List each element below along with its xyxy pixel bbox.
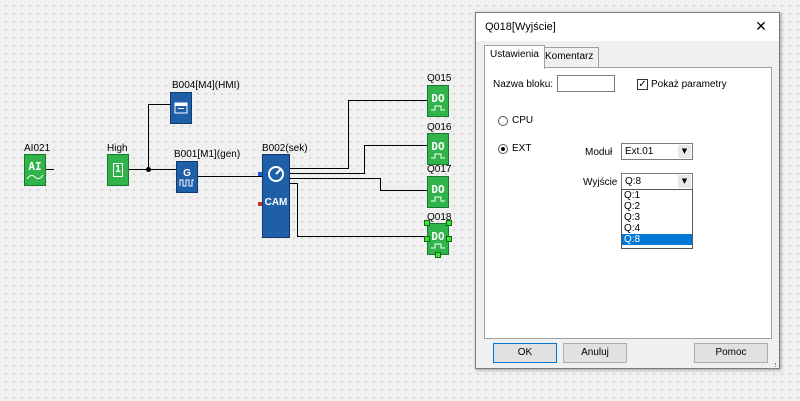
radio-cpu[interactable] <box>498 116 508 126</box>
tab-komentarz[interactable]: Komentarz <box>539 47 600 67</box>
close-icon[interactable]: ✕ <box>755 19 767 35</box>
wire <box>148 104 149 170</box>
chevron-down-icon[interactable]: ▼ <box>678 175 691 188</box>
wire <box>348 100 349 169</box>
tab-label: Komentarz <box>545 51 594 62</box>
generator-block-b001[interactable]: G <box>176 161 198 193</box>
module-label: Moduł <box>585 147 613 158</box>
tab-ustawienia[interactable]: Ustawienia <box>484 45 545 69</box>
dialog-title: Q018[Wyjście] <box>485 21 556 33</box>
dropdown-option[interactable]: Q:1 <box>624 190 641 201</box>
dialog-titlebar[interactable]: Q018[Wyjście] ✕ <box>476 13 779 41</box>
wire <box>364 145 427 146</box>
wire <box>290 173 364 174</box>
output-dropdown-list: Q:1 Q:2 Q:3 Q:4 Q:8 <box>621 189 693 249</box>
wire <box>290 178 380 179</box>
block-glyph: AI <box>28 159 42 173</box>
module-select[interactable]: Ext.01 ▼ <box>621 143 693 160</box>
chevron-down-icon[interactable]: ▼ <box>678 145 691 158</box>
selection-handle[interactable] <box>446 220 452 226</box>
radio-ext[interactable] <box>498 144 508 154</box>
analog-wave-icon <box>26 174 44 179</box>
block-label-high: High <box>107 143 128 154</box>
output-signal-icon <box>431 105 445 110</box>
show-params-label: Pokaż parametry <box>651 79 727 90</box>
output-signal-icon <box>431 196 445 201</box>
wire <box>364 145 365 174</box>
block-label-q016: Q016 <box>427 122 452 133</box>
digital-output-block-q016[interactable]: DO <box>427 133 449 165</box>
radio-ext-label: EXT <box>512 143 532 154</box>
wire <box>297 183 298 237</box>
wire <box>129 169 176 170</box>
wire <box>380 178 381 191</box>
wire <box>348 100 427 101</box>
digital-output-block-q017[interactable]: DO <box>427 176 449 208</box>
settings-panel <box>484 67 772 339</box>
selection-handle[interactable] <box>435 252 441 258</box>
wire <box>380 190 427 191</box>
selection-handle[interactable] <box>424 220 430 226</box>
junction-dot <box>146 167 151 172</box>
block-glyph: CAM <box>264 197 288 208</box>
wire <box>46 169 54 170</box>
block-label-b002: B002(sek) <box>262 143 308 154</box>
analog-input-block-ai021[interactable]: AI <box>24 154 46 186</box>
cam-sequencer-block-b002[interactable]: CAM <box>262 154 290 238</box>
block-label-q018: Q018 <box>427 212 452 223</box>
block-label-b001: B001[M1](gen) <box>174 149 241 160</box>
output-select-value: Q:8 <box>625 176 642 187</box>
wire <box>148 104 170 105</box>
dropdown-option[interactable]: Q:2 <box>624 201 641 212</box>
input-pin-marker <box>258 202 262 206</box>
input-pin-marker <box>258 172 262 176</box>
selection-handle[interactable] <box>424 236 430 242</box>
output-select[interactable]: Q:8 ▼ <box>621 173 693 190</box>
block-label-q017: Q017 <box>427 164 452 175</box>
wire <box>297 236 427 237</box>
block-name-label: Nazwa bloku: <box>493 79 554 90</box>
dropdown-option-selected[interactable]: Q:8 <box>622 234 692 245</box>
resize-grip[interactable] <box>768 363 776 369</box>
selection-handle[interactable] <box>446 236 452 242</box>
block-label-b004: B004[M4](HMI) <box>172 80 240 91</box>
dropdown-option[interactable]: Q:4 <box>624 223 641 234</box>
wire <box>290 168 348 169</box>
cancel-button[interactable]: Anuluj <box>563 343 627 363</box>
block-glyph: 1 <box>113 163 123 177</box>
block-glyph: DO <box>431 229 445 243</box>
message-window-icon <box>174 102 188 114</box>
dropdown-option[interactable]: Q:3 <box>624 212 641 223</box>
block-label-ai021: AI021 <box>24 143 51 154</box>
constant-high-block[interactable]: 1 <box>107 154 129 186</box>
block-label-q015: Q015 <box>427 73 452 84</box>
cam-dial-icon <box>268 166 284 182</box>
output-label: Wyjście <box>583 177 618 188</box>
digital-output-block-q015[interactable]: DO <box>427 85 449 117</box>
pulse-train-icon <box>179 179 194 186</box>
block-name-input[interactable] <box>557 75 615 92</box>
wire <box>196 176 262 177</box>
block-glyph: DO <box>431 91 445 105</box>
output-signal-icon <box>431 153 445 158</box>
wire <box>290 183 298 184</box>
block-glyph: G <box>183 167 191 179</box>
show-params-checkbox[interactable]: ✓ <box>637 79 648 90</box>
radio-cpu-label: CPU <box>512 115 534 126</box>
tab-label: Ustawienia <box>490 49 539 60</box>
help-button[interactable]: Pomoc <box>694 343 768 363</box>
output-signal-icon <box>431 243 445 248</box>
hmi-block-b004[interactable] <box>170 92 192 124</box>
module-select-value: Ext.01 <box>625 146 654 157</box>
ok-button[interactable]: OK <box>493 343 557 363</box>
block-glyph: DO <box>431 182 445 196</box>
block-glyph: DO <box>431 139 445 153</box>
